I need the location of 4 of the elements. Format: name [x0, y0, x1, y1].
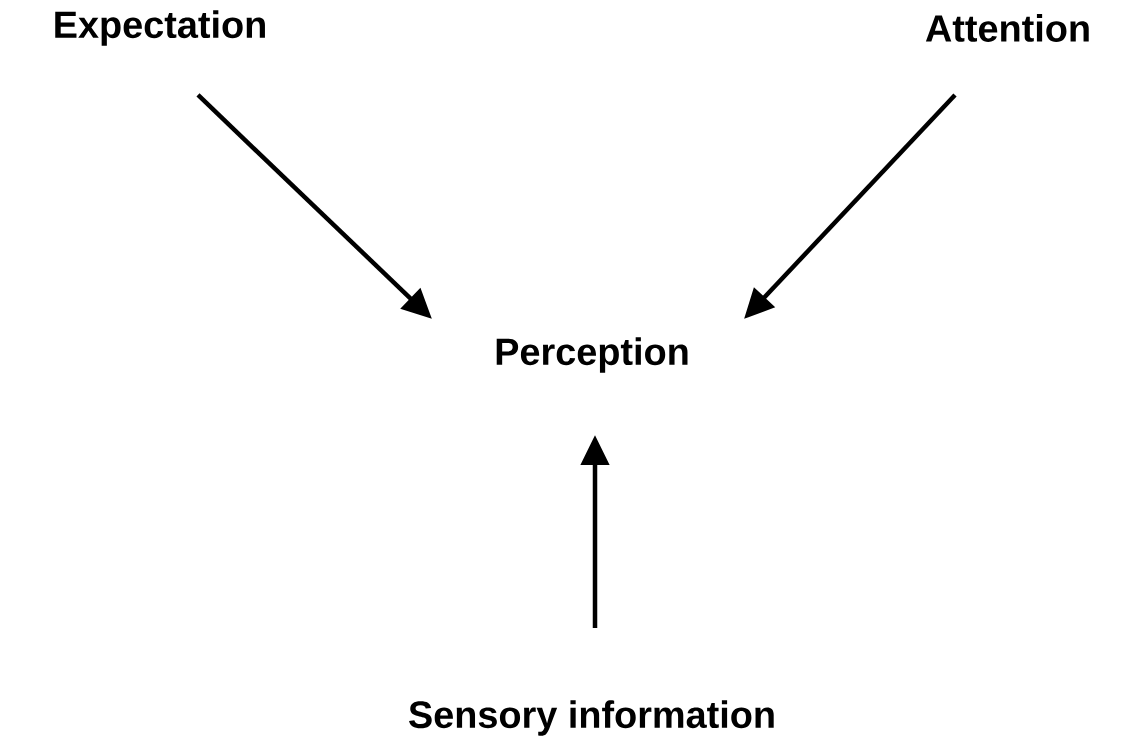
node-label: Attention [925, 14, 1089, 42]
node-label: Sensory information [409, 700, 774, 736]
node-label: Perception [496, 337, 688, 373]
node-label: Expectation [55, 10, 265, 46]
